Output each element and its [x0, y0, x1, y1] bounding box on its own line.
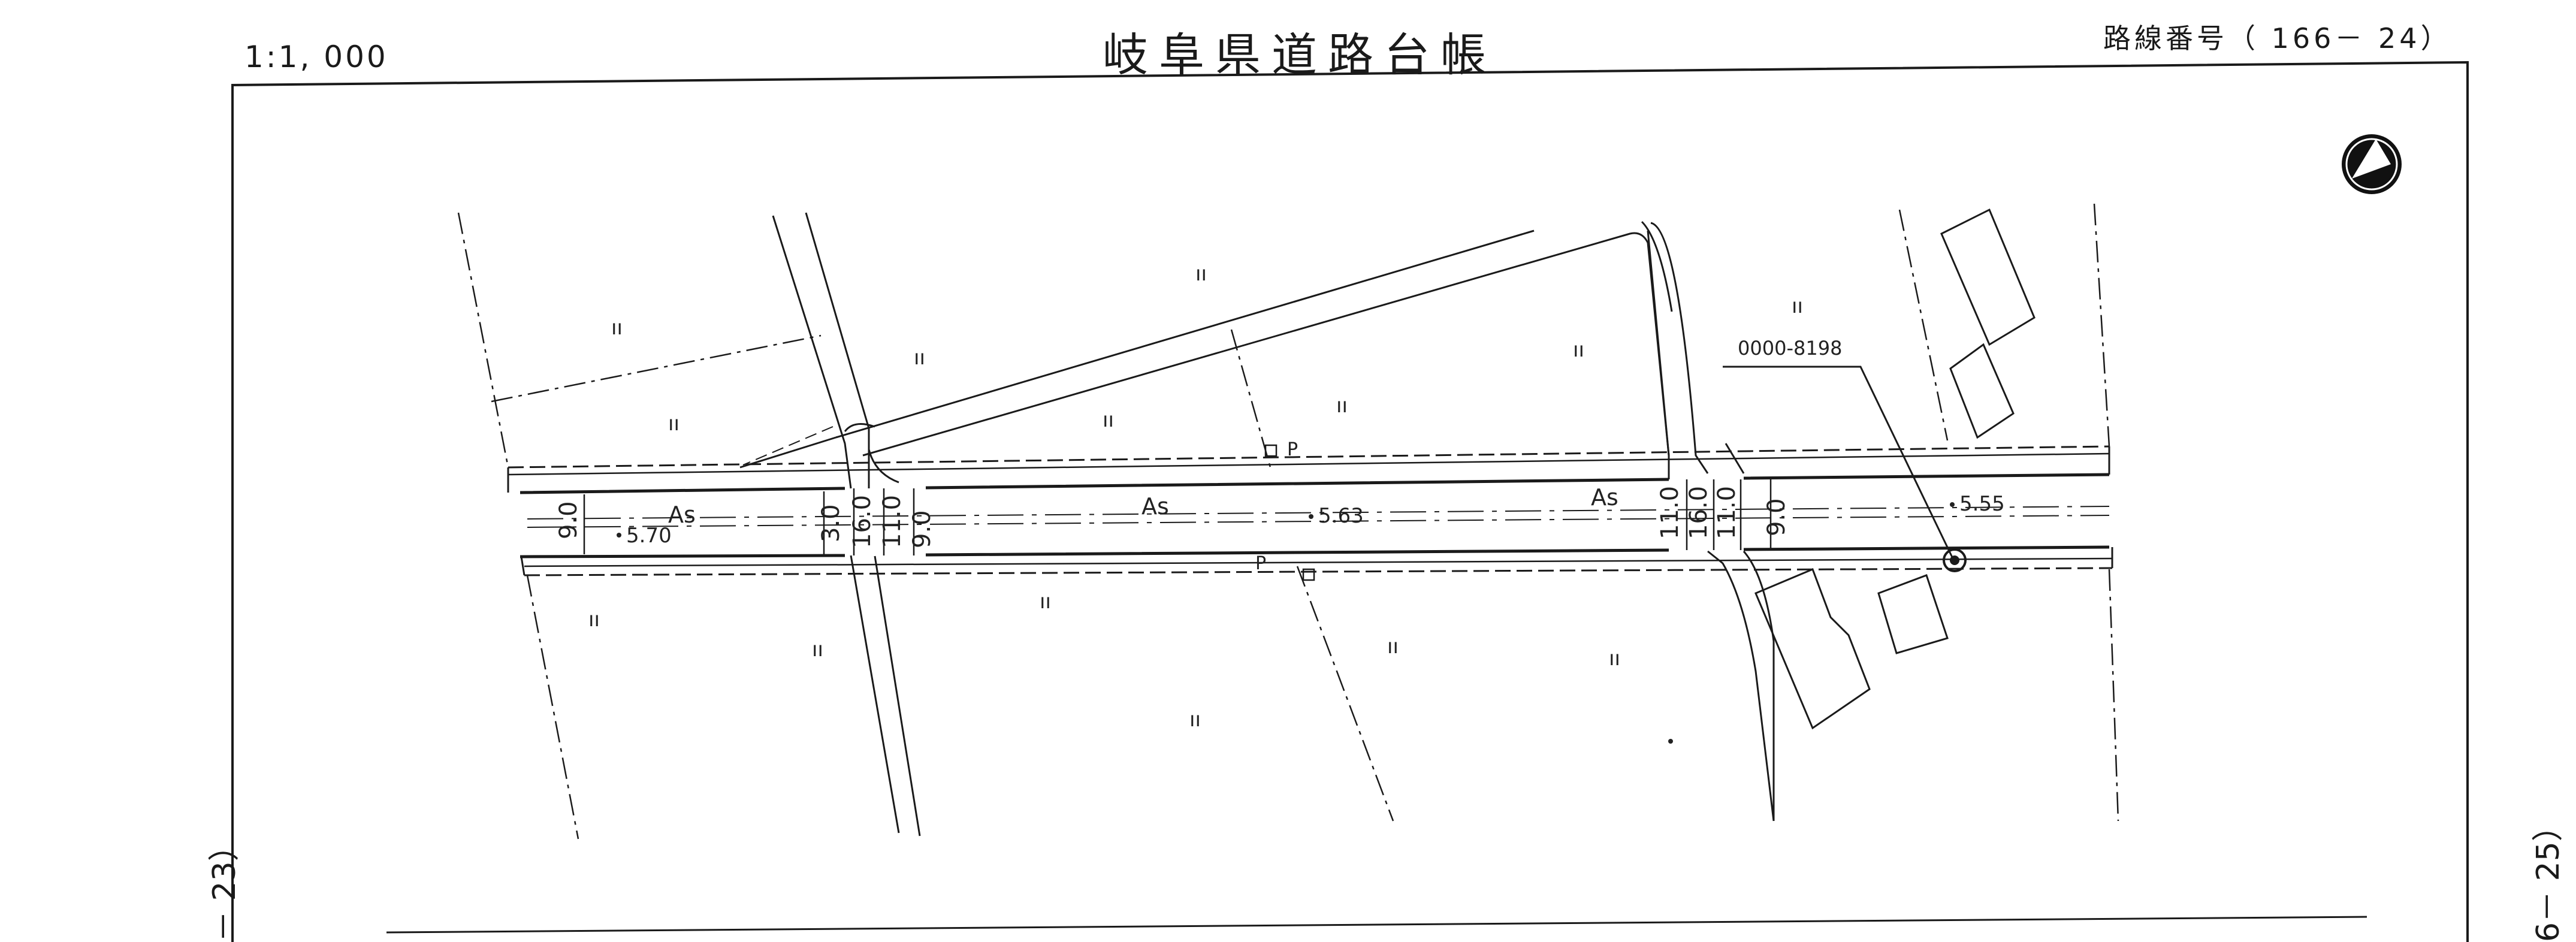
- elevation-label: 5.63: [1318, 504, 1364, 528]
- field-mark: ıı: [1387, 635, 1399, 659]
- route-number: 路線番号（ 166－ 24）: [2103, 22, 2452, 55]
- pavement-label: As: [1141, 493, 1169, 520]
- width-label: 3.0: [817, 504, 845, 542]
- pavement-label: As: [668, 502, 696, 528]
- field-mark: ıı: [1573, 338, 1584, 362]
- field-mark: ıı: [914, 346, 925, 370]
- width-labels: 9.0 3.0 16.0 11.0 9.0 11.0 16.0 11.0 9.0: [555, 486, 1790, 548]
- width-label: 11.0: [1656, 486, 1684, 539]
- width-label: 16.0: [848, 495, 876, 548]
- field-mark: ıı: [1609, 647, 1620, 671]
- field-mark: ıı: [1103, 408, 1114, 432]
- landmark-marker-icon: [1943, 548, 1967, 572]
- elevation-point: [1950, 502, 1955, 507]
- pavement-label: As: [1591, 484, 1618, 511]
- width-dimensions: [583, 478, 1772, 555]
- utility-poles: P P: [1255, 439, 1315, 581]
- buildings: [1754, 208, 2036, 730]
- landmark-id: 0000-8198: [1738, 337, 1842, 360]
- width-label: 9.0: [555, 501, 582, 539]
- diagonal-road: [739, 230, 1670, 479]
- pole-marker: [1264, 444, 1278, 457]
- road-annotations: As As As 5.70 5.63 5.55: [617, 484, 2005, 548]
- elevation-label: 5.55: [1959, 492, 2005, 516]
- field-mark: ıı: [1195, 262, 1207, 286]
- field-mark: ıı: [1336, 394, 1348, 418]
- north-arrow-icon: [2342, 134, 2402, 194]
- field-boundaries: [457, 203, 2119, 840]
- field-marks: ıı ıı ıı ıı ıı ıı ıı ıı ıı ıı ıı ıı ıı ı…: [588, 262, 1803, 732]
- field-mark: ıı: [812, 638, 823, 662]
- bottom-rule: [386, 916, 2367, 934]
- map-scale: 1:1, 000: [244, 40, 388, 74]
- width-label: 9.0: [908, 510, 936, 548]
- landmark-callout: 0000-8198: [1723, 337, 1967, 572]
- field-mark: ıı: [1792, 294, 1803, 318]
- pole-label: P: [1287, 439, 1298, 460]
- elevation-point: [617, 533, 621, 538]
- elevation-point: [1309, 514, 1313, 519]
- width-label: 16.0: [1685, 486, 1713, 539]
- field-mark: ıı: [668, 412, 680, 436]
- width-label: 11.0: [1713, 486, 1741, 539]
- field-mark: ıı: [611, 316, 623, 340]
- survey-dot: [1668, 739, 1673, 744]
- field-mark: ıı: [1189, 708, 1201, 732]
- pole-marker: [1302, 568, 1315, 581]
- elevation-label: 5.70: [626, 524, 672, 548]
- field-mark: ıı: [1040, 590, 1051, 614]
- sheet-frame: [231, 61, 2469, 942]
- pole-label: P: [1255, 553, 1266, 574]
- width-label: 9.0: [1763, 498, 1790, 536]
- field-mark: ıı: [588, 608, 600, 632]
- width-label: 11.0: [878, 495, 906, 548]
- main-road: [507, 445, 2113, 576]
